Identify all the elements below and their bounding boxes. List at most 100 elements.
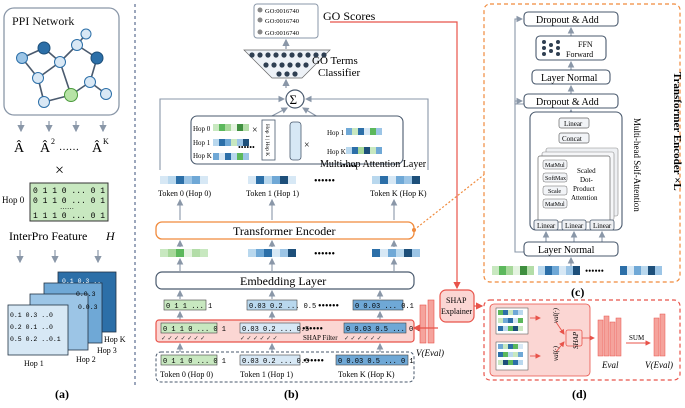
embedding-layer-block[interactable] [155, 271, 415, 290]
svg-text:×: × [304, 140, 310, 151]
layer-normal-top-label: Layer Normal [541, 73, 598, 84]
linear-1: Linear [537, 222, 556, 230]
layer-normal-bot-label: Layer Normal [538, 245, 595, 256]
panel-a: PPI Network [2, 7, 126, 401]
token-vectors-top [160, 176, 420, 184]
matrix-dots: …… [60, 203, 74, 211]
dropout-add-mid [523, 93, 619, 109]
filtered-row-0: 0 1 1 ... 1 [166, 303, 212, 311]
hop3-label: Hop 3 [97, 346, 117, 355]
caption-c: (c) [571, 285, 584, 299]
linear-2: Linear [565, 222, 584, 230]
times-sign: × [55, 162, 64, 179]
interpro-label: InterPro Feature [9, 229, 87, 243]
shap-explainer-label-2: Explainer [441, 307, 472, 316]
interpro-var: H [105, 229, 116, 243]
transformer-encoder-label: Transformer Encoder [233, 224, 336, 238]
svg-text:0.1 0.3 ..: 0.1 0.3 .. [62, 278, 101, 285]
svg-text:Hop 1 | Hop K: Hop 1 | Hop K [264, 124, 270, 156]
sum-label: SUM [629, 334, 645, 342]
feature-arrows [16, 250, 102, 264]
bottom-row-1: 0.03 0.2 ... 0.5 [242, 358, 309, 366]
dropout-add-top-label: Dropout & Add [536, 15, 599, 26]
svg-text:0 0.03 0.5 ... 0 1: 0 0.03 0.5 ... 0 1 [346, 326, 422, 334]
scale-label: Scale [548, 189, 561, 195]
sigma-symbol: Σ [290, 92, 298, 107]
hop-stack: 0.1 0.3 ..0 0.2 0.1 ..0 0.5 0.2 ..0.1 0.… [7, 271, 117, 356]
mh-hop1-right: Hop 1 [327, 129, 345, 137]
ppi-title: PPI Network [12, 14, 74, 28]
ffn-label-1: FFN [578, 40, 593, 49]
layer-normal-top [531, 69, 611, 85]
caption-b: (b) [284, 387, 299, 401]
token1-label: Token 1 (Hop 1) [240, 370, 293, 379]
matmul-bot-label: MatMul [545, 202, 565, 208]
embedding-vectors [160, 249, 420, 257]
svg-text:••••••: •••••• [302, 324, 323, 335]
mh-hop1: Hop 1 [193, 139, 211, 147]
ffn-label-2: Forward [566, 50, 593, 59]
sdpa-4: Attention [571, 194, 598, 202]
go-item-1: GO:0016740 [265, 8, 299, 15]
softmax-label: SoftMax [545, 175, 566, 182]
go-item-3: GO:0016740 [265, 30, 299, 37]
svg-text:••••••: •••••• [314, 249, 335, 260]
shap-label-d: SHAP [572, 331, 580, 349]
shap-explainer-box[interactable] [439, 289, 475, 323]
go-classifier-label-2: Classifier [318, 67, 360, 79]
adj-ak: Â [92, 139, 103, 156]
svg-text:×: × [252, 125, 258, 136]
zoom-link [413, 169, 491, 231]
svg-text:••••••: •••••• [314, 176, 335, 187]
svg-text:••••••: •••••• [318, 301, 339, 312]
go-list-box [253, 3, 319, 39]
matmul-top-label: MatMul [545, 163, 565, 169]
layer-normal-bot [523, 241, 619, 257]
caption-a: (a) [55, 387, 69, 401]
linear-3: Linear [593, 222, 612, 230]
hop0-label: Hop 0 [2, 195, 25, 205]
concat-label: Concat [562, 135, 582, 143]
mh-title: Multi-hop Attention Layer [320, 159, 427, 170]
svg-text:0.0.3: 0.0.3 [78, 304, 98, 311]
sdpa-2: Dot- [580, 176, 594, 184]
matrix-row3: 1 1 1 0 ... 0 1 [33, 212, 105, 221]
hop2-label: Hop 2 [76, 355, 96, 364]
ppi-arrows [17, 121, 107, 133]
feature-matrix [29, 182, 109, 222]
v-eval-bars-d [653, 313, 666, 357]
ppi-nodes [16, 28, 112, 108]
matrix-row2: 0 1 1 0 ... 0 1 [33, 197, 105, 206]
tokenk-label: Token K (Hop K) [338, 370, 395, 379]
token0-hop-top: Token 0 (Hop 0) [158, 189, 211, 198]
dropout-add-mid-label: Dropout & Add [536, 97, 599, 108]
svg-text:✓ ✓ ✓ ✓ ✓ ✓ ✓: ✓ ✓ ✓ ✓ ✓ ✓ ✓ [161, 336, 205, 342]
caption-d: (d) [572, 387, 587, 401]
eval-bars [597, 315, 622, 357]
svg-text:••••••: •••••• [303, 356, 324, 367]
token0-label: Token 0 (Hop 0) [160, 370, 213, 379]
svg-text:0.1 0.3 ..0: 0.1 0.3 ..0 [10, 312, 53, 319]
hopk-label: Hop K [104, 335, 126, 344]
v-eval-label-b: V(Eval) [416, 348, 444, 358]
tokenk-hop-top: Token K (Hop K) [370, 189, 427, 198]
bottom-row-0: 0 1 1 0 ... 0 1 [163, 358, 226, 366]
panel-c: Transformer Encoder ×L Dropout & Add FFN… [483, 3, 683, 299]
sum-node [285, 89, 305, 109]
val-minus: val(·) [552, 345, 560, 361]
encoder-input-dots: •••••• [585, 266, 604, 276]
adj-a2: Â [40, 139, 51, 156]
panel-d: val(·) val(·) SHAP Eval SUM V(Eval) (d) [483, 299, 681, 401]
panel-b: GO:0016740 GO:0016740 GO:0016740 GO Scor… [155, 3, 484, 401]
go-scores-label: GO Scores [323, 9, 376, 23]
mhsa-label: Multi-head Self-Attention [632, 118, 642, 212]
hop1-label: Hop 1 [24, 359, 44, 368]
linear-top-label: Linear [564, 120, 583, 128]
sdpa-1: Scaled [577, 167, 596, 175]
mh-hopk-right: Hop K [327, 148, 346, 156]
go-item-2: GO:0016740 [265, 18, 299, 25]
eval-label: Eval [601, 360, 619, 370]
svg-text:••••••: •••••• [340, 162, 357, 171]
